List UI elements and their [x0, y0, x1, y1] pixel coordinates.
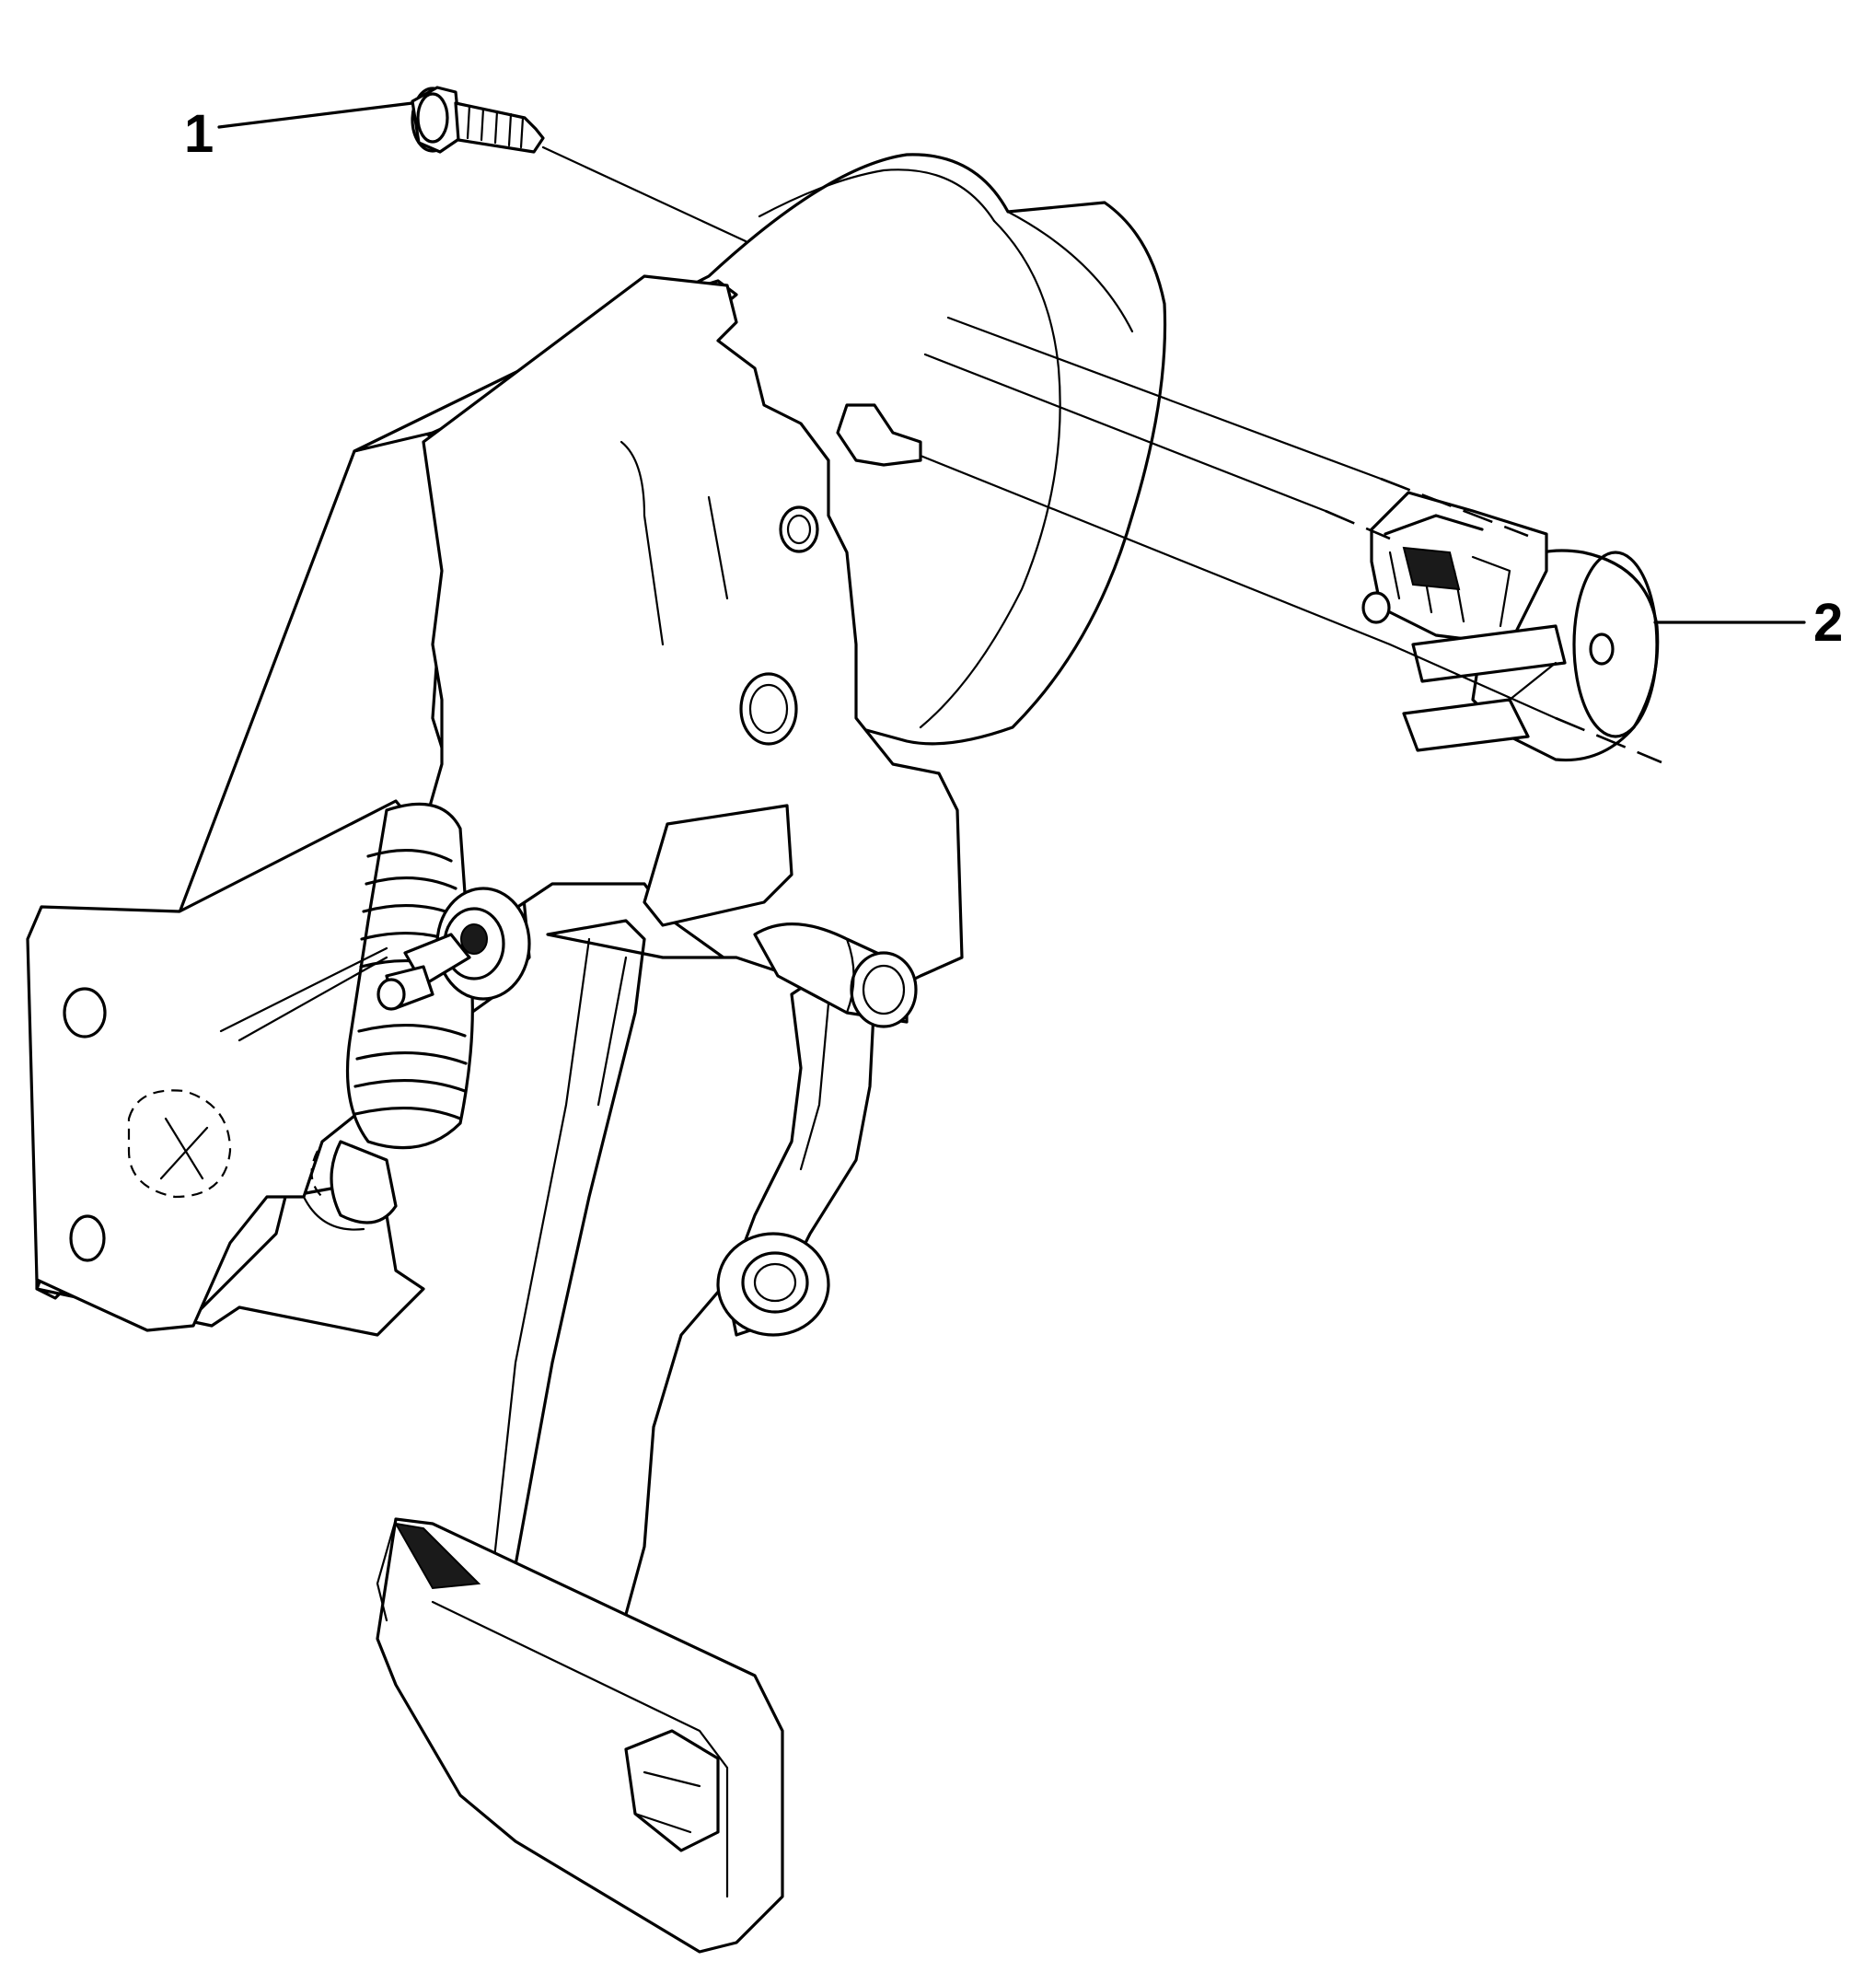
pedal-arm: [477, 804, 830, 1788]
pivot-hole: [779, 505, 819, 553]
assembly-lines: [219, 145, 1662, 1042]
callout-2: 2: [1653, 593, 1843, 653]
pivot-shaft: [753, 922, 918, 1028]
switch-center-hole: [1589, 632, 1615, 666]
mounting-hole: [63, 987, 107, 1039]
pedal-position-switch: [1361, 491, 1660, 762]
bolt: [411, 86, 545, 154]
mounting-hole: [69, 1214, 106, 1262]
callout-1: 1: [184, 101, 414, 164]
link-arm: [716, 956, 876, 1337]
hidden-feature: [127, 1089, 232, 1199]
pivot-boss: [376, 887, 531, 1011]
callout-label-1: 1: [184, 104, 214, 164]
pedal-pad: [376, 1517, 784, 1954]
callout-label-2: 2: [1813, 593, 1843, 653]
